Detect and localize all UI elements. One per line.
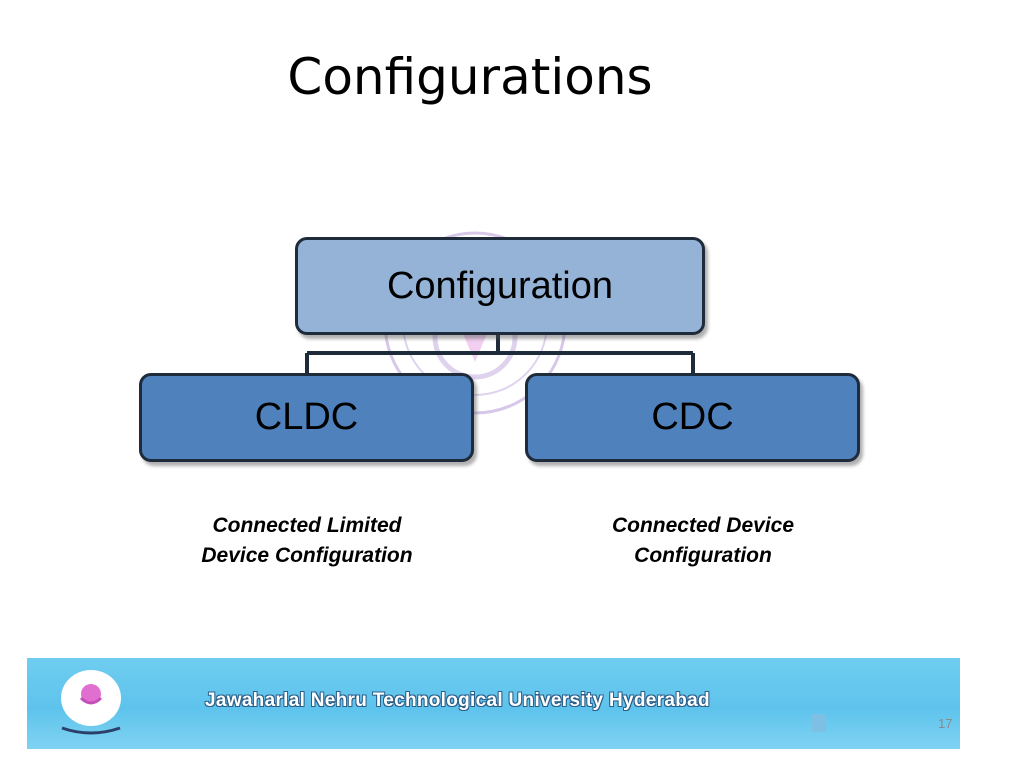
cldc-description-line2: Device Configuration — [201, 544, 413, 567]
footer-university-name: Jawaharlal Nehru Technological Universit… — [205, 690, 710, 711]
footer-band — [27, 658, 960, 749]
cdc-description: Connected Device Configuration — [553, 511, 853, 571]
slide-number: 17 — [938, 716, 953, 731]
slide-title: Configurations — [287, 48, 653, 106]
cldc-description: Connected Limited Device Configuration — [157, 511, 457, 571]
cdc-node-label: CDC — [651, 396, 734, 438]
configuration-node: Configuration — [295, 237, 705, 335]
cdc-description-line2: Configuration — [634, 544, 772, 567]
configuration-node-label: Configuration — [386, 264, 614, 307]
university-emblem-icon — [61, 670, 121, 735]
cldc-node: CLDC — [139, 373, 474, 462]
cdc-node: CDC — [525, 373, 860, 462]
cldc-node-label: CLDC — [254, 396, 359, 438]
cldc-description-line1: Connected Limited — [212, 514, 402, 537]
footer-marker — [812, 714, 826, 732]
cdc-description-line1: Connected Device — [611, 514, 795, 537]
